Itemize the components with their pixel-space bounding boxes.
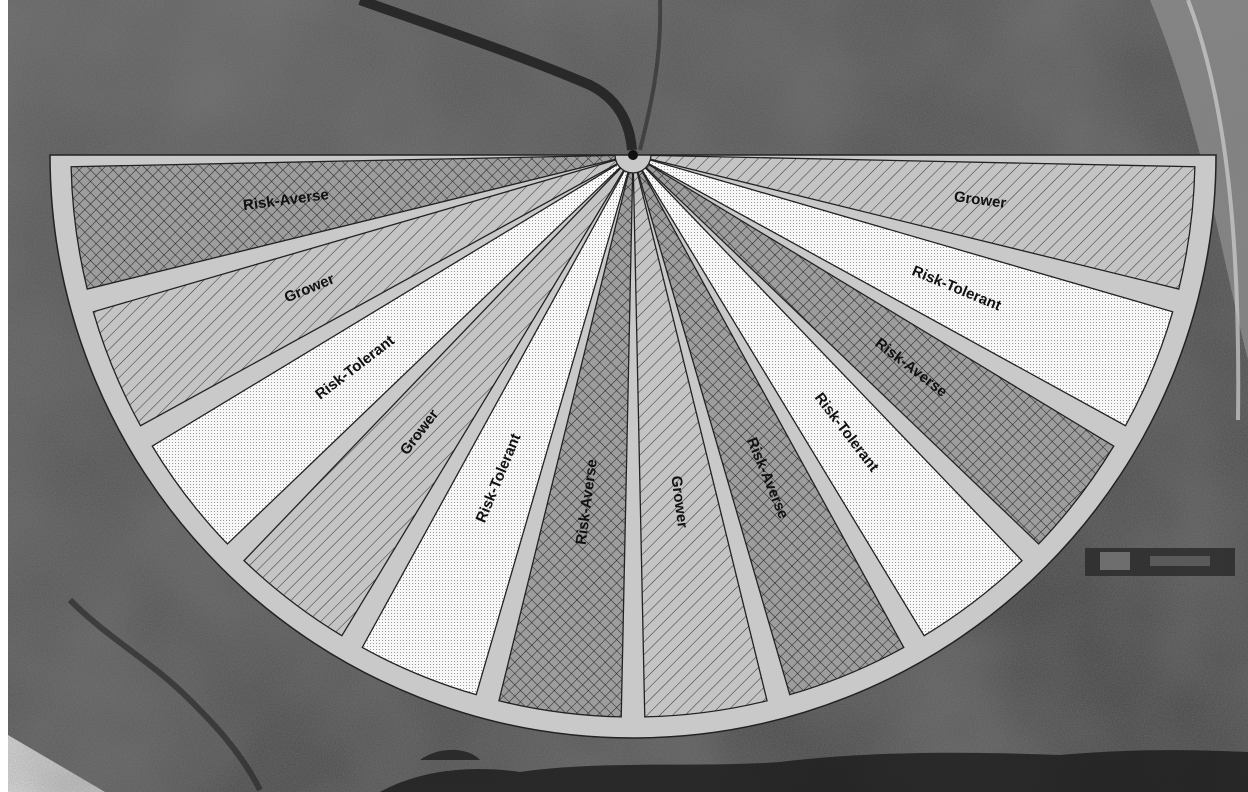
pivot-center-marker (628, 150, 638, 160)
